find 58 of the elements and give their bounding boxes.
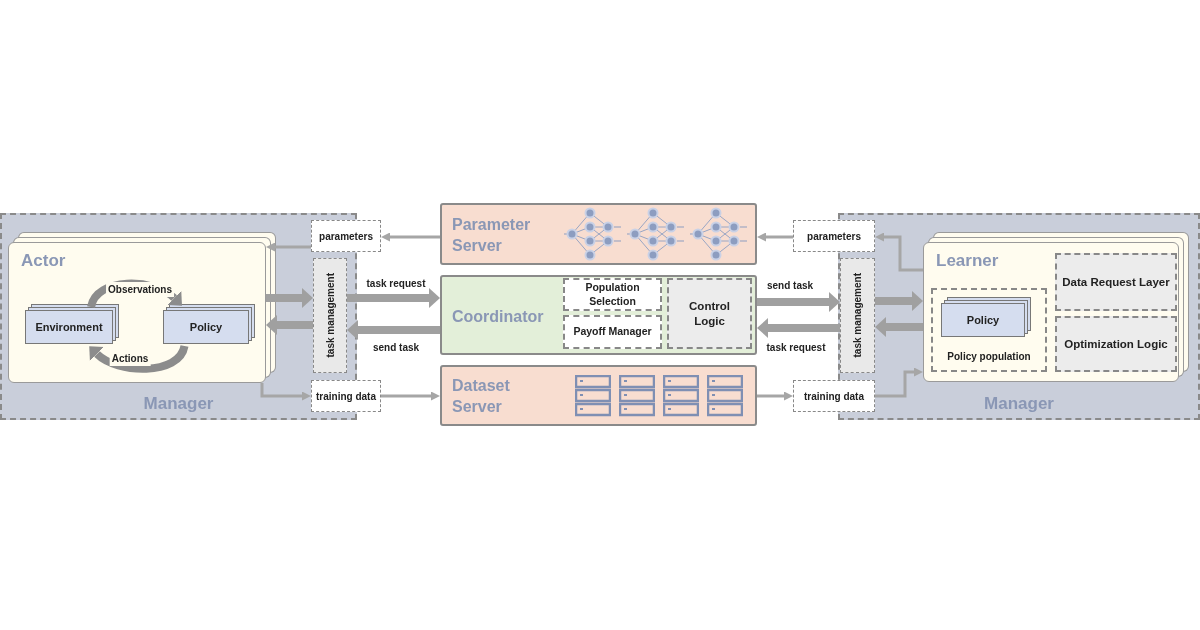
card-title: Actor [21,250,66,272]
bar-label: task management [323,273,337,358]
panel-title: Manager [984,392,1054,415]
box-label: Policy population [947,350,1031,364]
module-box [1055,316,1177,372]
server-panel [440,365,757,426]
card-title: Learner [936,250,999,272]
box-label: Policy [966,312,1000,328]
server-panel [440,203,757,265]
box-label: Control Logic [688,299,731,328]
block-arrow [266,315,313,335]
block-arrow [266,288,313,308]
block-arrow [347,320,440,340]
message-box [311,380,381,412]
edge-label: Actions [109,351,151,366]
edge-label: Observations [106,282,174,297]
arrow [757,391,793,401]
box-label: training data [804,389,864,404]
block-arrow [757,318,840,338]
message-box [793,220,875,252]
module-box [563,278,662,311]
box-label: Optimization Logic [1063,336,1169,352]
arrow [266,242,311,252]
box-label: training data [316,389,376,404]
task-management-bar [840,258,875,373]
arrow [260,383,311,401]
block-arrow [875,291,923,311]
panel-title: Dataset Server [452,376,511,417]
box-label: Payoff Manager [572,325,653,339]
module-box [667,278,752,349]
arrow [381,232,440,242]
coordinator-panel [440,275,757,355]
box-label: parameters [319,229,373,244]
box-label: Population Selection [584,281,641,308]
curved-arrow [87,279,183,309]
arrow [875,232,923,272]
panel-title: Manager [143,392,214,415]
edge-label: task request [364,276,428,291]
box-label: Environment [35,319,103,335]
box-label: Data Request Layer [1061,274,1171,290]
panel-title: Parameter Server [452,215,532,256]
panel-title: Coordinator [452,307,544,327]
message-box [793,380,875,412]
edge-label: task request [764,340,828,355]
bar-label: task management [851,273,864,358]
arrow [875,367,923,398]
task-management-bar [313,258,347,373]
block-arrow [347,288,440,308]
block-arrow [875,317,923,337]
population-box [931,288,1047,372]
message-box [311,220,381,252]
block-arrow [757,292,840,312]
module-box [563,315,662,349]
module-box [1055,253,1177,311]
box-label: Policy [189,319,223,335]
arrow [381,391,440,401]
arrow [757,232,793,242]
box-label: parameters [807,229,861,244]
